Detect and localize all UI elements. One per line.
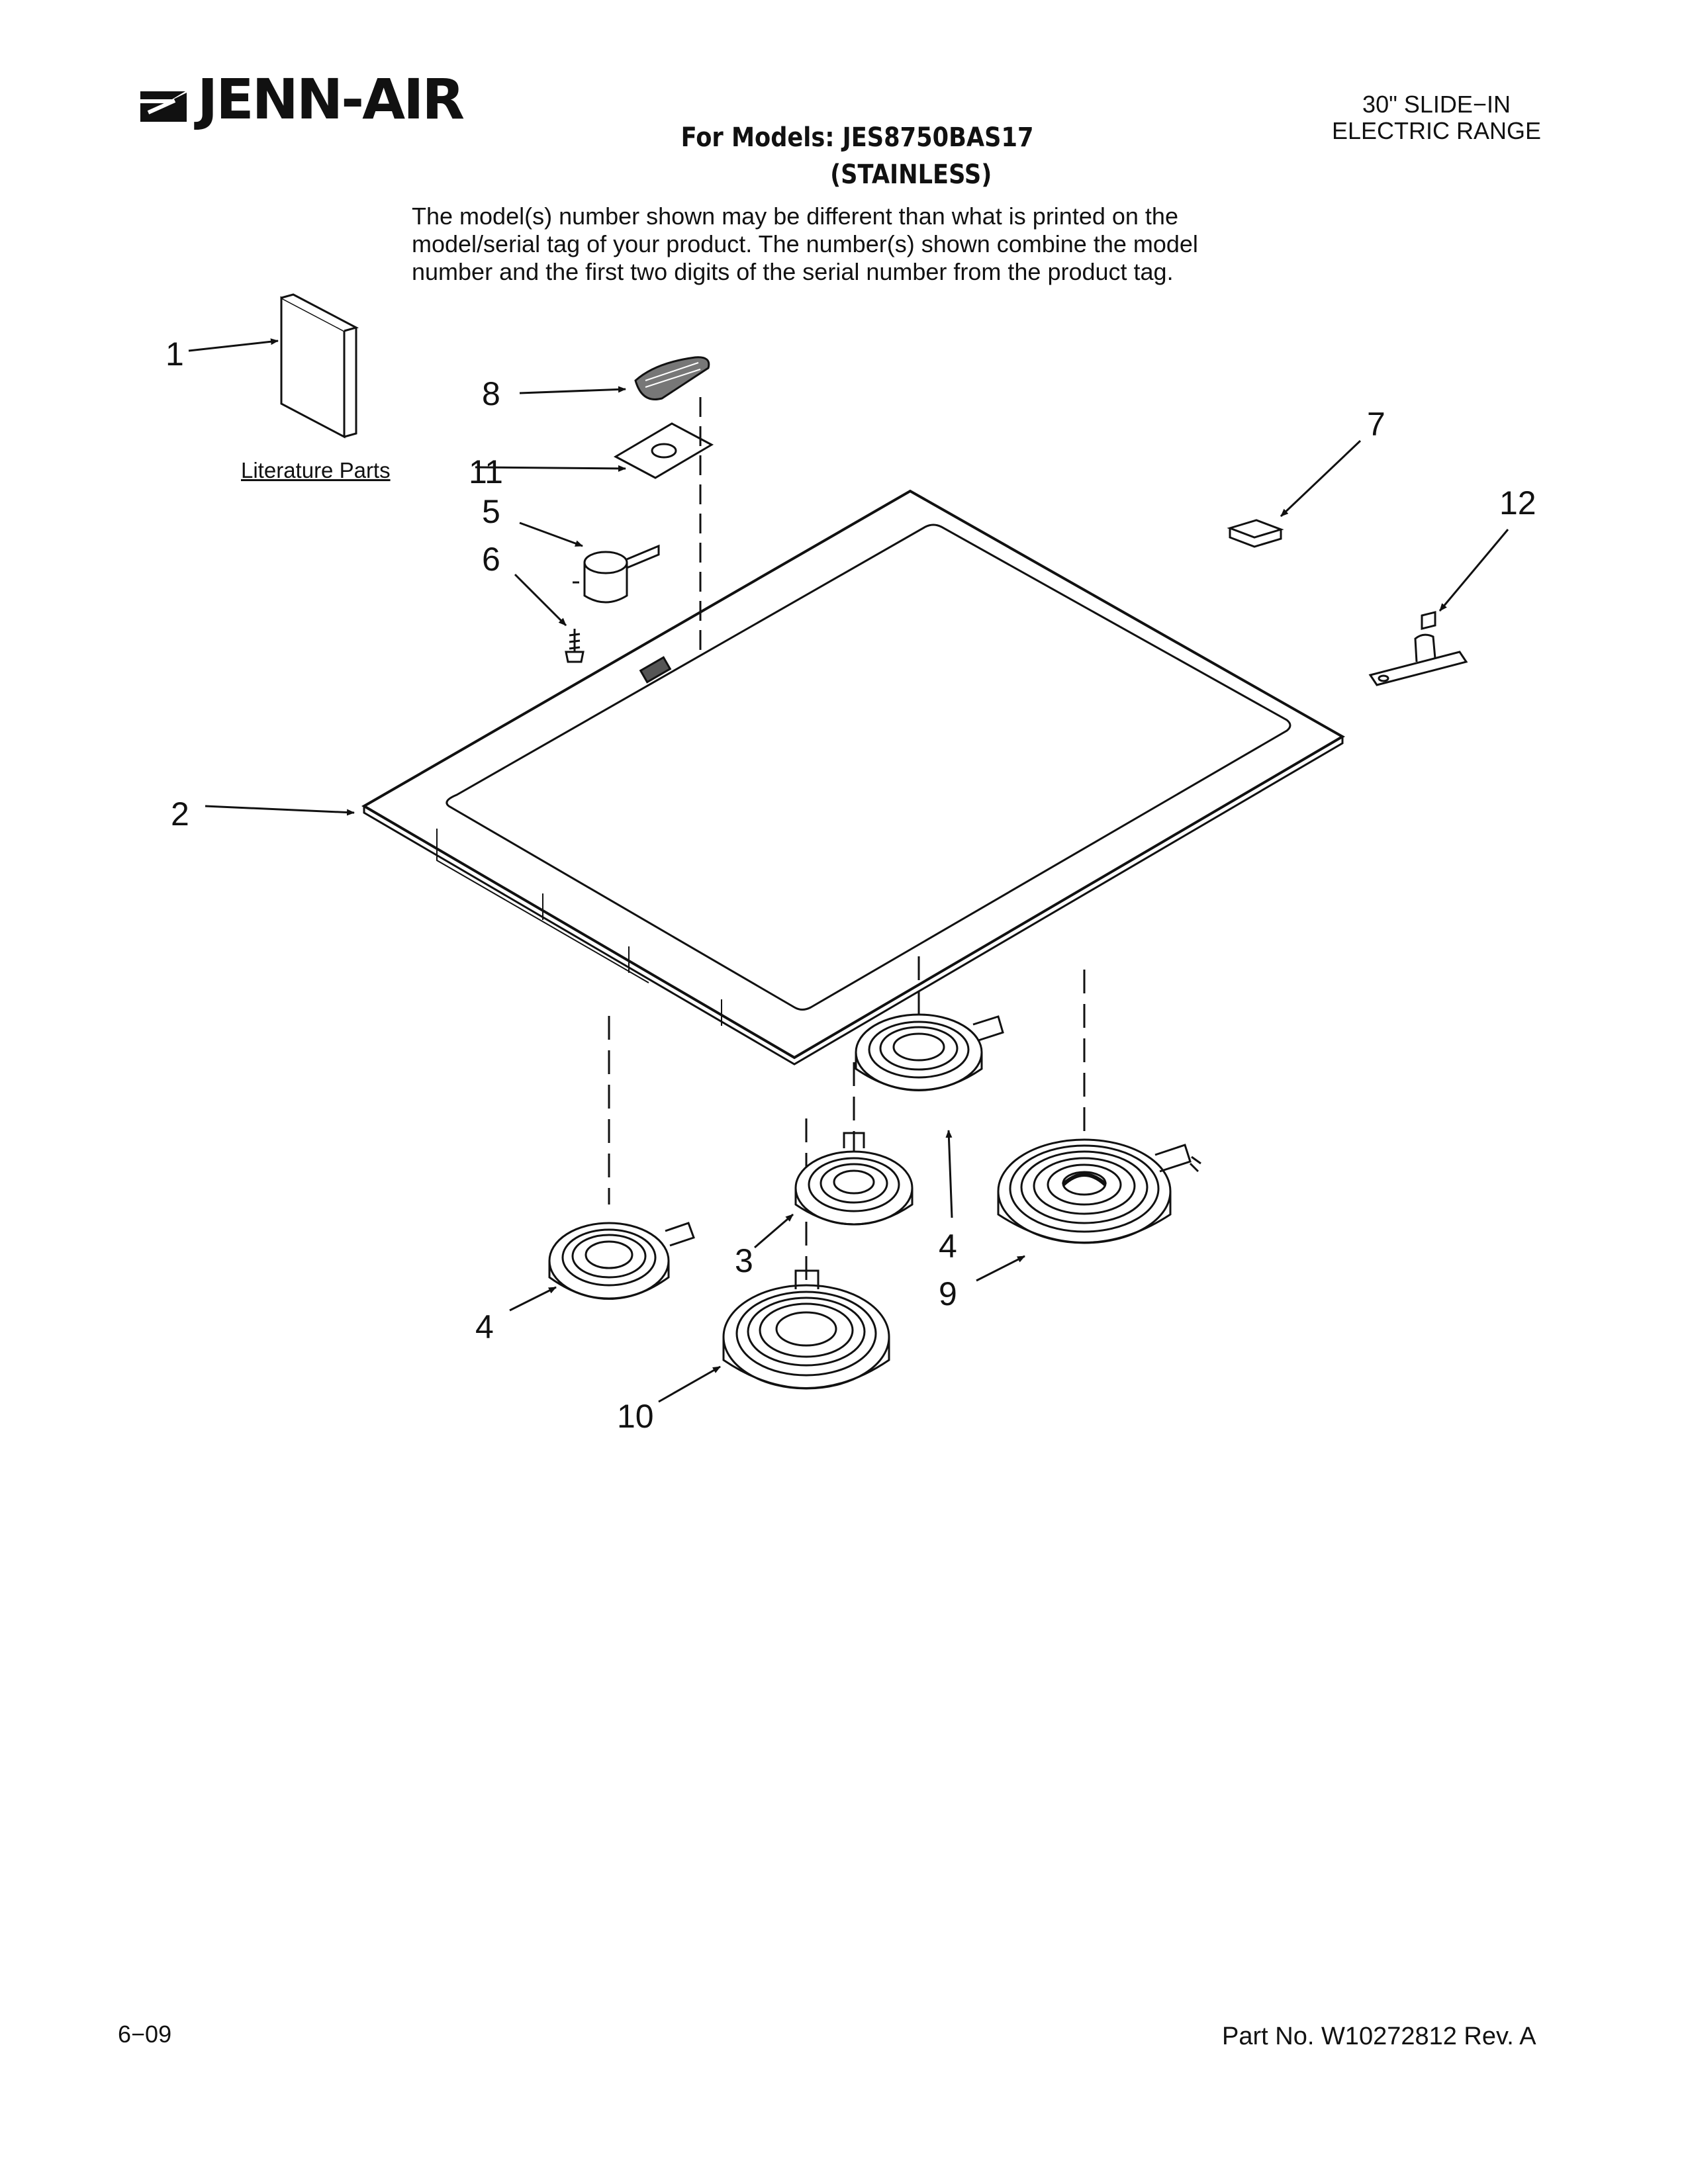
models-heading: For Models: JES8750BAS17 (STAINLESS) — [680, 119, 1034, 193]
callout-4-right: 4 — [939, 1228, 957, 1265]
callout-arrow-4-right — [945, 1130, 953, 1218]
callout-arrow-12 — [1438, 529, 1509, 612]
callout-7: 7 — [1367, 406, 1385, 443]
callout-arrow-2 — [205, 805, 355, 816]
brand-emblem-icon — [140, 91, 187, 122]
revision-date: 6−09 — [118, 2021, 172, 2048]
spacer-block-part — [1227, 519, 1284, 548]
gasket-plate-part — [613, 422, 714, 479]
models-line: For Models: JES8750BAS17 — [680, 122, 1034, 153]
bracket-part — [1368, 611, 1468, 686]
callout-arrow-8 — [519, 386, 626, 394]
callout-12: 12 — [1499, 484, 1536, 522]
brand-logo: JENN-AIR — [139, 67, 483, 138]
callout-arrow-6 — [514, 573, 567, 627]
radiant-element-4-left — [548, 1222, 695, 1300]
callout-4-left: 4 — [475, 1308, 494, 1345]
notice-line2: model/serial tag of your product. The nu… — [412, 230, 1198, 257]
callout-6: 6 — [482, 541, 500, 578]
range-type: 30" SLIDE−IN ELECTRIC RANGE — [1297, 91, 1575, 144]
callout-arrow-7 — [1280, 439, 1362, 518]
finish-line: (STAINLESS) — [830, 159, 992, 190]
callout-8: 8 — [482, 375, 500, 412]
callout-arrow-5 — [519, 522, 583, 547]
switch-part — [573, 544, 660, 604]
model-notice: The model(s) number shown may be differe… — [412, 203, 1338, 286]
literature-booklet-part — [280, 293, 359, 439]
radiant-element-10 — [722, 1269, 890, 1390]
callout-arrow-9 — [976, 1255, 1025, 1282]
range-type-line1: 30" SLIDE−IN — [1362, 91, 1511, 118]
callout-arrow-3 — [754, 1213, 794, 1249]
callout-arrow-1 — [188, 338, 279, 352]
notice-line3: number and the first two digits of the s… — [412, 258, 1174, 285]
callout-arrow-10 — [658, 1365, 721, 1403]
notice-line1: The model(s) number shown may be differe… — [412, 203, 1178, 230]
callout-1: 1 — [165, 336, 184, 373]
callout-arrow-11 — [475, 465, 626, 472]
callout-3: 3 — [735, 1242, 753, 1279]
screw-part — [565, 629, 585, 663]
callout-11: 11 — [469, 453, 503, 490]
callout-9: 9 — [939, 1275, 957, 1312]
radiant-element-9 — [997, 1138, 1201, 1244]
literature-parts-label: Literature Parts — [241, 458, 391, 482]
radiant-element-4-right — [855, 1013, 1004, 1091]
brand-name: JENN-AIR — [197, 67, 465, 132]
vent-cover-part — [634, 356, 710, 400]
part-number: Part No. W10272812 Rev. A — [1222, 2023, 1536, 2050]
radiant-element-3 — [794, 1132, 914, 1226]
callout-5: 5 — [482, 493, 500, 530]
callout-arrow-4-left — [509, 1286, 557, 1312]
callout-2: 2 — [171, 796, 189, 833]
callout-10: 10 — [617, 1398, 654, 1435]
range-type-line2: ELECTRIC RANGE — [1331, 117, 1542, 144]
cooktop-glass-part — [361, 489, 1346, 1066]
